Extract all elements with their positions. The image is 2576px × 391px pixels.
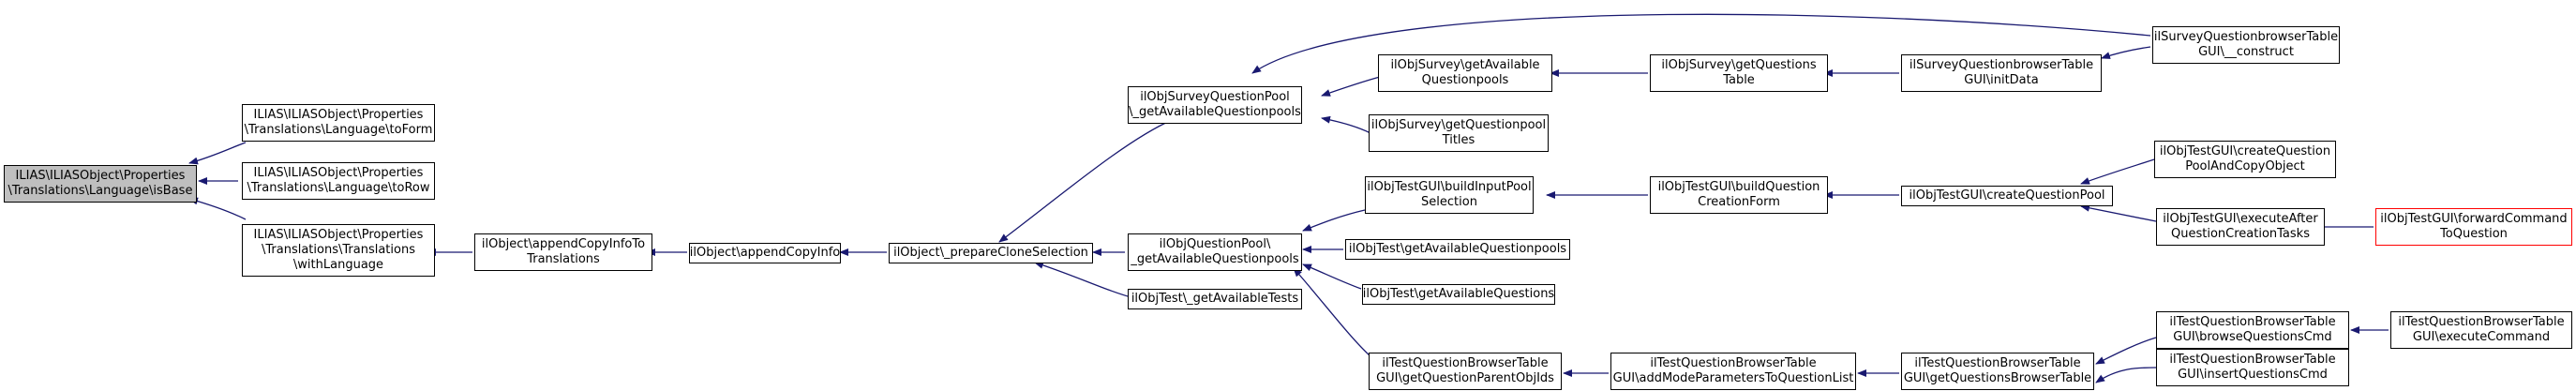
edge-insert-browserTable	[2095, 367, 2157, 383]
edge-toForm-isBase	[188, 142, 247, 165]
node-objTestGetAvailableQuestions[interactable]: ilObjTest\getAvailableQuestions	[1362, 284, 1555, 305]
node-questionPoolGetAvailableQuestionpools[interactable]: ilObjQuestionPool\ _getAvailableQuestion…	[1128, 233, 1302, 271]
edge-buildInputPool-questionPool	[1302, 209, 1366, 232]
node-executeAfterQuestionCreationTasks[interactable]: ilObjTestGUI\executeAfter QuestionCreati…	[2156, 208, 2325, 246]
edge-browse-browserTable	[2095, 337, 2157, 365]
node-prepareCloneSelection[interactable]: ilObject\_prepareCloneSelection	[889, 243, 1093, 263]
node-surveyGetAvailableQuestionpools[interactable]: ilObjSurvey\getAvailable Questionpools	[1378, 54, 1552, 92]
node-appendCopyInfoToTranslations[interactable]: ilObject\appendCopyInfoTo Translations	[474, 233, 652, 271]
node-insertQuestionsCmd[interactable]: ilTestQuestionBrowserTable GUI\insertQue…	[2156, 349, 2349, 386]
node-surveyPoolGetAvailableQuestionpools[interactable]: ilObjSurveyQuestionPool \_getAvailableQu…	[1128, 86, 1302, 124]
node-objTestGetAvailableTests[interactable]: ilObjTest\_getAvailableTests	[1128, 289, 1302, 309]
node-surveyTableInitData[interactable]: ilSurveyQuestionbrowserTable GUI\initDat…	[1901, 54, 2102, 92]
edge-surveyConstruct-surveyPool	[1251, 13, 2151, 74]
node-getQuestionParentObjIds[interactable]: ilTestQuestionBrowserTable GUI\getQuesti…	[1369, 353, 1562, 390]
node-appendCopyInfo[interactable]: ilObject\appendCopyInfo	[689, 243, 841, 263]
node-isBase: ILIAS\ILIASObject\Properties \Translatio…	[4, 165, 197, 203]
node-executeCommand[interactable]: ilTestQuestionBrowserTable GUI\executeCo…	[2390, 311, 2572, 349]
edge-construct-initData	[2101, 46, 2151, 59]
edge-withLanguage-isBase	[188, 197, 247, 220]
node-surveyGetQuestionpoolTitles[interactable]: ilObjSurvey\getQuestionpool Titles	[1369, 114, 1549, 152]
node-getQuestionsBrowserTable[interactable]: ilTestQuestionBrowserTable GUI\getQuesti…	[1901, 353, 2094, 390]
edge-objTestQuestions-questionPool	[1302, 263, 1362, 290]
edge-surveyPool-prepareCloneSelection	[998, 119, 1173, 243]
edge-surveyGetPools-surveyPool	[1321, 76, 1381, 97]
node-createQuestionPoolAndCopyObject[interactable]: ilObjTestGUI\createQuestion PoolAndCopyO…	[2154, 141, 2336, 178]
node-buildInputPoolSelection[interactable]: ilObjTestGUI\buildInputPool Selection	[1365, 176, 1534, 214]
node-surveyGetQuestionsTable[interactable]: ilObjSurvey\getQuestions Table	[1650, 54, 1828, 92]
node-surveyTableConstruct[interactable]: ilSurveyQuestionbrowserTable GUI\__const…	[2152, 26, 2340, 64]
edge-parentObjIds-questionPool	[1293, 267, 1371, 357]
node-objTestGetAvailableQuestionpools[interactable]: ilObjTest\getAvailableQuestionpools	[1345, 239, 1570, 260]
node-toForm[interactable]: ILIAS\ILIASObject\Properties \Translatio…	[242, 104, 435, 142]
edge-executeAfter-createPool	[2080, 203, 2157, 222]
node-withLanguage[interactable]: ILIAS\ILIASObject\Properties \Translatio…	[242, 224, 435, 277]
node-forwardCommandToQuestion[interactable]: ilObjTestGUI\forwardCommand ToQuestion	[2375, 208, 2572, 246]
edge-surveyTitles-surveyPool	[1321, 115, 1371, 134]
edge-createAndCopy-createPool	[2080, 158, 2155, 185]
edge-availableTests-prepareCloneSelection	[1034, 261, 1135, 299]
node-addModeParametersToQuestionList[interactable]: ilTestQuestionBrowserTable GUI\addModePa…	[1610, 353, 1856, 390]
node-toRow[interactable]: ILIAS\ILIASObject\Properties \Translatio…	[242, 162, 435, 200]
node-createQuestionPool[interactable]: ilObjTestGUI\createQuestionPool	[1901, 186, 2113, 206]
node-browseQuestionsCmd[interactable]: ilTestQuestionBrowserTable GUI\browseQue…	[2156, 311, 2349, 349]
node-buildQuestionCreationForm[interactable]: ilObjTestGUI\buildQuestion CreationForm	[1650, 176, 1828, 214]
